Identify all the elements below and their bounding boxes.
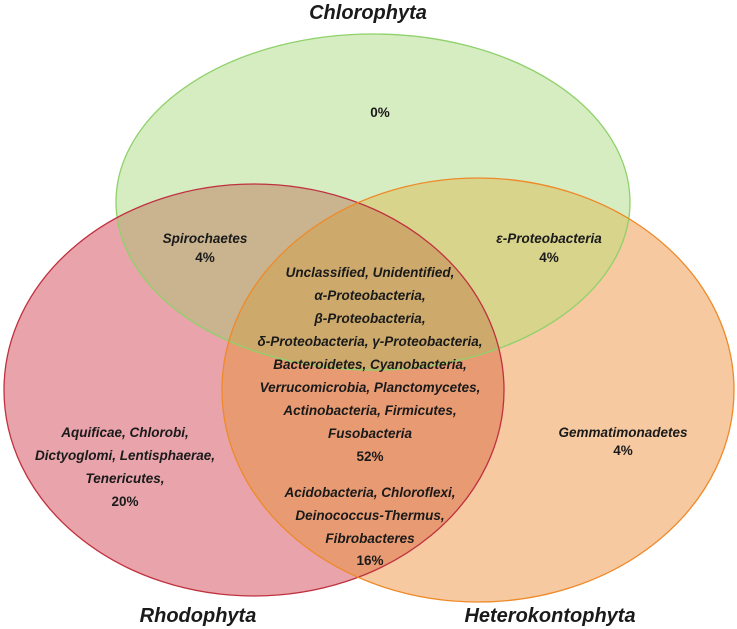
region-heterokontophyta-only: Gemmatimonadetes 4% [558,425,688,458]
region-label-line: Tenericutes, [85,471,164,486]
region-rhodophyta-only: Aquificae, Chlorobi, Dictyoglomi, Lentis… [35,425,215,509]
region-label-line: α-Proteobacteria, [314,288,425,303]
rhodophyta-outline [3,183,505,597]
region-label-line: Gemmatimonadetes [558,425,688,440]
region-label-line: Spirochaetes [163,231,248,246]
region-percent: 16% [356,553,383,568]
chlorophyta-outline [115,33,631,371]
region-label-line: Dictyoglomi, Lentisphaerae, [35,448,215,463]
region-label-line: Verrucomicrobia, Planctomycetes, [260,380,481,395]
region-percent: 4% [539,250,559,265]
region-label-line: Fibrobacteres [325,531,415,546]
region-label-line: Unclassified, Unidentified, [286,265,455,280]
region-label-line: Bacteroidetes, Cyanobacteria, [273,357,467,372]
chlorophyta-title: Chlorophyta [309,2,427,24]
region-chlorophyta-only: 0% [370,105,390,120]
region-chloro-rhodo: Spirochaetes 4% [163,231,248,265]
region-label-line: Aquificae, Chlorobi, [60,425,189,440]
region-percent: 52% [356,449,383,464]
region-percent: 4% [613,443,633,458]
region-label-line: Deinococcus-Thermus, [295,508,444,523]
region-percent: 20% [111,494,138,509]
region-label-line: δ-Proteobacteria, γ-Proteobacteria, [257,334,482,349]
region-rhodo-hetero: Acidobacteria, Chloroflexi, Deinococcus-… [283,485,455,568]
heterokontophyta-outline [221,177,735,603]
heterokontophyta-title: Heterokontophyta [464,605,635,627]
region-center: Unclassified, Unidentified, α-Proteobact… [257,265,482,464]
region-percent: 4% [195,250,215,265]
overlap-center [222,184,504,370]
region-label-line: β-Proteobacteria, [313,311,425,326]
region-label-line: Actinobacteria, Firmicutes, [282,403,456,418]
region-label-line: Acidobacteria, Chloroflexi, [283,485,455,500]
region-percent: 0% [370,105,390,120]
region-chloro-hetero: ε-Proteobacteria 4% [496,231,602,265]
region-label-line: Fusobacteria [328,426,413,441]
region-label-line: ε-Proteobacteria [496,231,602,246]
rhodophyta-title: Rhodophyta [140,605,257,627]
